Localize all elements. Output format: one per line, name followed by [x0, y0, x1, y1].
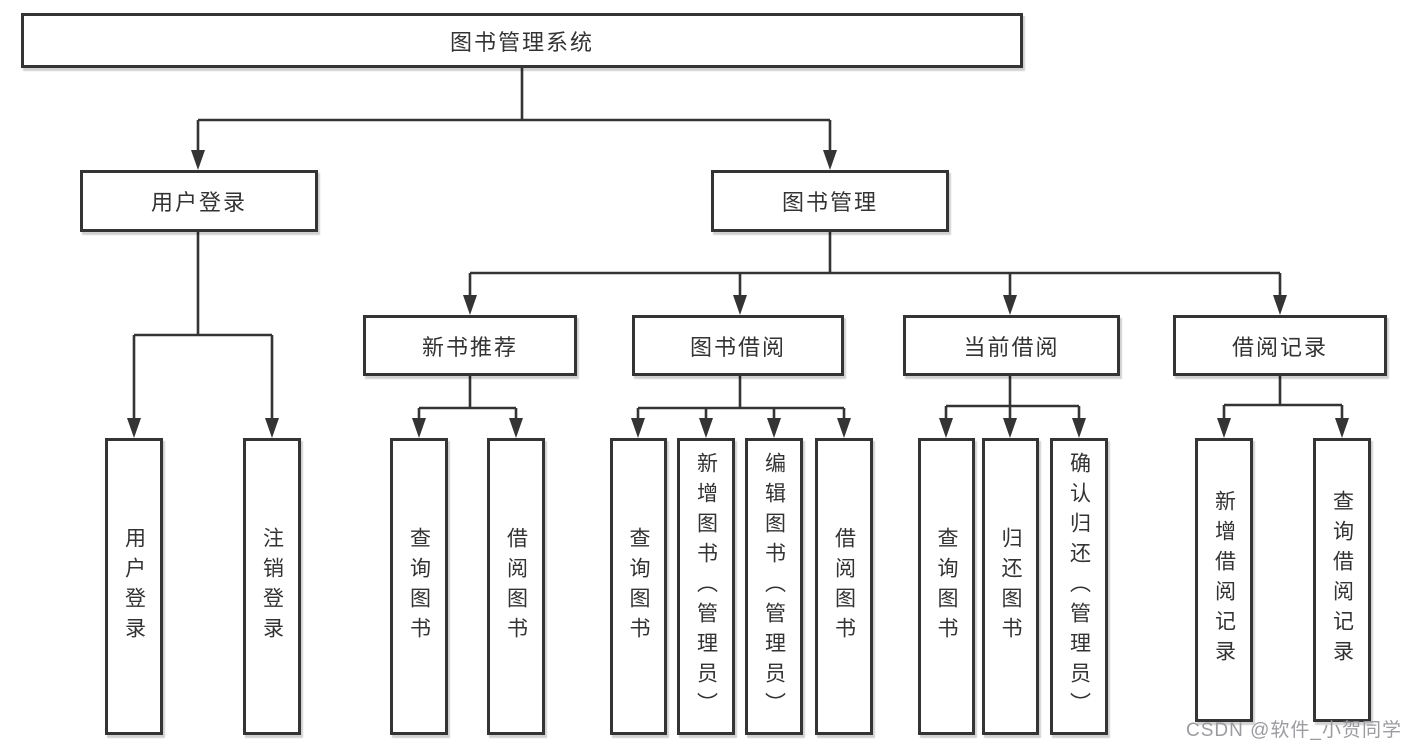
node-current-borrow: 当前借阅: [903, 315, 1120, 376]
node-borrow-records: 借阅记录: [1173, 315, 1387, 376]
node-book-borrow: 图书借阅: [632, 315, 844, 376]
node-new-book-recommend: 新书推荐: [363, 315, 577, 376]
leaf-borrow-borrow-book: 借阅图书: [815, 438, 873, 735]
leaf-records-query-record: 查询借阅记录: [1313, 438, 1371, 722]
node-root: 图书管理系统: [21, 13, 1023, 68]
csdn-watermark: CSDN @软件_小贺同学: [1186, 720, 1402, 741]
leaf-logout-login: 注销登录: [243, 438, 301, 735]
node-user-login: 用户登录: [80, 170, 318, 232]
leaf-borrow-add-book-admin: 新增图书（管理员）: [677, 438, 735, 735]
leaf-current-query-book: 查询图书: [918, 438, 975, 735]
leaf-current-confirm-return-admin: 确认归还（管理员）: [1050, 438, 1108, 735]
leaf-borrow-query-book: 查询图书: [610, 438, 667, 735]
leaf-user-login: 用户登录: [105, 438, 163, 735]
node-book-management: 图书管理: [711, 170, 949, 232]
leaf-records-add-record: 新增借阅记录: [1195, 438, 1253, 722]
leaf-borrow-edit-book-admin: 编辑图书（管理员）: [745, 438, 803, 735]
leaf-recommend-query-book: 查询图书: [390, 438, 448, 735]
leaf-current-return-book: 归还图书: [982, 438, 1039, 735]
leaf-recommend-borrow-book: 借阅图书: [487, 438, 545, 735]
